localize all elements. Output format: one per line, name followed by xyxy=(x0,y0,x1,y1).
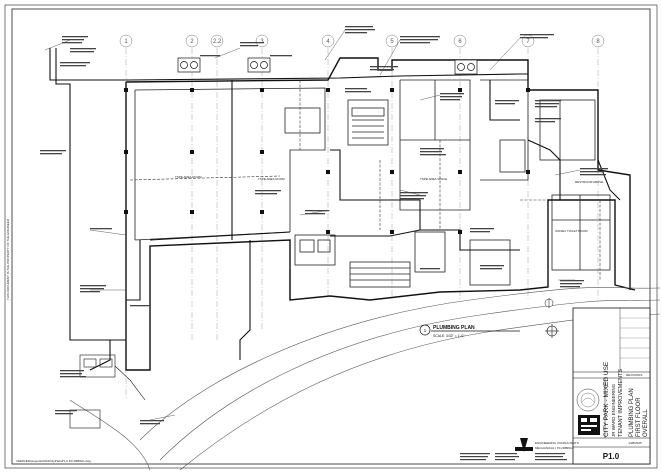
site-equipment xyxy=(69,354,146,429)
sheet-number: P1.0 xyxy=(603,452,620,461)
column-grid xyxy=(125,48,599,400)
sheet-title-2: FIRST FLOOR xyxy=(636,397,642,437)
building-outline xyxy=(125,57,636,371)
firm-logo-icon xyxy=(578,415,600,435)
file-path: \\SERVER\projects\2024\CityPark\P1.0 PLU… xyxy=(16,459,91,463)
plan-callout-number: 1 xyxy=(424,328,427,333)
grid-bubble-1: 1 xyxy=(119,34,133,48)
title-block: REVISIONS CITY PARK - MIXED USE JR WARD … xyxy=(572,307,651,465)
area-note-2: TSPE AREA ROOM xyxy=(258,177,285,181)
grid-bubbles: 1 2 2.2 3 4 5 6 7 8 xyxy=(119,34,605,48)
plan-title: PLUMBING PLAN xyxy=(433,325,475,331)
sheet-border xyxy=(4,4,658,469)
interior-walls xyxy=(134,79,611,288)
consultant-logo-icon xyxy=(515,438,533,452)
firm-line-1: ENGINEERING CONSULTANTS xyxy=(535,441,579,445)
sheet-title-1: PLUMBING PLAN xyxy=(629,388,635,437)
grid-bubble-2: 2 xyxy=(185,34,199,48)
svg-text:2: 2 xyxy=(190,39,194,45)
room-label-toilet: UNISEX TOILET ROOM xyxy=(555,229,588,233)
note-text-blocks xyxy=(40,26,608,425)
svg-text:7: 7 xyxy=(526,39,530,45)
note-leaders xyxy=(44,29,581,421)
grid-bubble-2-2: 2.2 xyxy=(210,34,224,48)
svg-text:8: 8 xyxy=(596,39,600,45)
plumbing-piping xyxy=(49,48,621,371)
plumbing-piping-dashed xyxy=(129,80,601,280)
grid-bubble-4: 4 xyxy=(321,34,335,48)
sheet-title-3: OVERALL xyxy=(643,409,649,437)
left-margin-text: THIS DOCUMENT IS THE PROPERTY OF THE ENG… xyxy=(6,218,10,300)
grid-bubble-7: 7 xyxy=(521,34,535,48)
date-label: 1/28/2025 xyxy=(628,441,642,445)
svg-text:4: 4 xyxy=(326,39,330,45)
project-sub1: JR WARD ENGINEERING xyxy=(611,383,616,437)
area-note-1: TSPE AREA ROOM xyxy=(175,175,202,179)
bottom-info-blocks xyxy=(460,453,567,461)
structural-columns xyxy=(124,88,530,234)
revisions-label: REVISIONS xyxy=(626,373,642,377)
svg-text:2.2: 2.2 xyxy=(213,39,222,45)
engineer-seal-icon xyxy=(576,388,600,412)
north-arrow-small-icon xyxy=(544,298,554,308)
svg-text:6: 6 xyxy=(458,39,462,45)
rooftop-units xyxy=(177,57,478,75)
room-label-restroom: RESTROOM ABOVE xyxy=(575,180,603,184)
drawing-border xyxy=(11,8,651,465)
firm-line-2: MECHANICAL | PLUMBING xyxy=(535,446,573,450)
project-sub2: TENANT IMPROVEMENTS xyxy=(618,369,624,437)
plan-scale: SCALE: 3/32" = 1'-0" xyxy=(433,334,465,338)
north-arrow-icon xyxy=(545,324,559,338)
svg-text:5: 5 xyxy=(390,39,394,45)
grid-bubble-5: 5 xyxy=(385,34,399,48)
svg-text:1: 1 xyxy=(124,39,128,45)
plan-title-block: 1 PLUMBING PLAN SCALE: 3/32" = 1'-0" xyxy=(419,324,520,338)
grid-bubble-6: 6 xyxy=(453,34,467,48)
project-name: CITY PARK - MIXED USE xyxy=(603,361,610,437)
grid-bubble-8: 8 xyxy=(591,34,605,48)
area-note-3: TSPE AREA SPACE xyxy=(420,177,447,181)
